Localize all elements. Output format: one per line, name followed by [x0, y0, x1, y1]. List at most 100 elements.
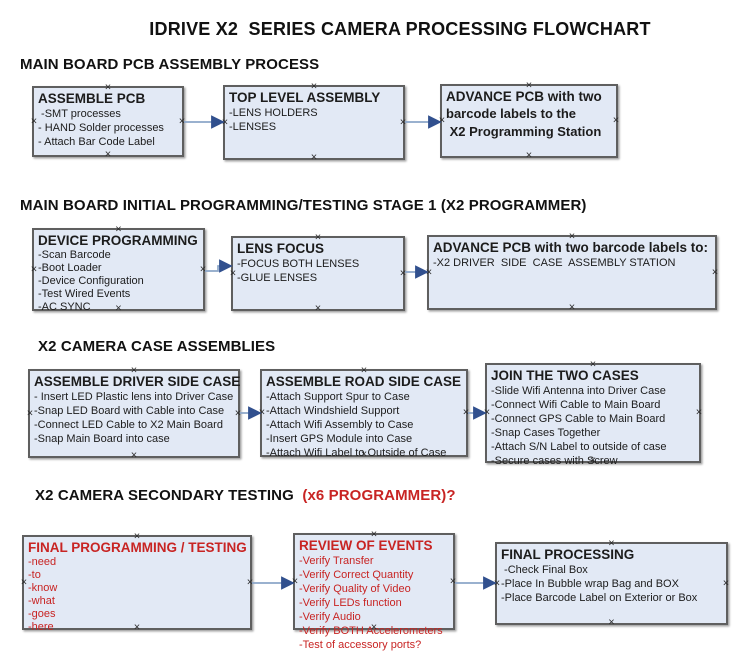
connector-handle-icon: × [608, 537, 615, 550]
flow-box-item: -Place In Bubble wrap Bag and BOX [501, 578, 679, 590]
flow-box-item: -what [28, 595, 55, 607]
flow-box-item: -Snap Cases Together [491, 427, 601, 439]
flow-box-item: - Attach Bar Code Label [38, 136, 155, 148]
flow-box-item: -FOCUS BOTH LENSES [237, 258, 360, 270]
connector-handle-icon: × [525, 79, 533, 92]
connector-handle-icon: × [399, 267, 407, 280]
flow-box-item: -goes [28, 608, 56, 620]
flow-box-title: ASSEMBLE ROAD SIDE CASE [266, 374, 462, 389]
flow-box-advance-pcb-to-case-assembly: ADVANCE PCB with two barcode labels to:-… [426, 231, 719, 313]
flow-box-item: -Verify LEDs function [299, 597, 402, 609]
flow-box-item: -AC SYNC [38, 301, 91, 313]
flow-box-item: -here [28, 621, 54, 633]
flow-box-title: ASSEMBLE DRIVER SIDE CASE [34, 374, 241, 389]
connector-handle-icon: × [370, 621, 378, 634]
connector-handle-icon: × [104, 81, 112, 94]
flow-box-item: -Attach S/N Label to outside of case [491, 441, 667, 453]
connector-handle-icon: × [370, 528, 378, 541]
connector-handle-icon: × [30, 115, 38, 128]
flow-box-item: -Attach Wifi Assembly to Case [266, 419, 414, 431]
flow-box-item: -SMT processes [38, 108, 121, 120]
flow-box-title: ASSEMBLE PCB [38, 91, 146, 106]
flow-box-title: TOP LEVEL ASSEMBLY [229, 90, 381, 105]
flow-box-device-programming: DEVICE PROGRAMMING-Scan Barcode-Boot Loa… [31, 223, 207, 315]
section-header-secondary-testing-text: X2 CAMERA SECONDARY TESTING [35, 487, 299, 504]
flow-box-final-programming-testing: FINAL PROGRAMMING / TESTING-need-to-know… [20, 530, 254, 633]
connector-handle-icon: × [26, 407, 34, 420]
connector-handle-icon: × [589, 358, 597, 371]
flow-box-title: ADVANCE PCB with two [446, 89, 602, 104]
flow-box-title: DEVICE PROGRAMMING [38, 233, 198, 248]
connector-handle-icon: × [20, 576, 28, 589]
flow-box-review-of-events: REVIEW OF EVENTS -Verify Transfer -Verify … [292, 528, 457, 651]
connector-arrow-device-programming-to-lens-focus [205, 259, 233, 273]
connector-handle-icon: × [449, 575, 457, 588]
flow-box-item: -know [28, 582, 58, 594]
connector-handle-icon: × [438, 114, 446, 127]
flow-box-item: -Verify Quality of Video [299, 583, 411, 595]
flow-box-title: FINAL PROGRAMMING / TESTING [28, 540, 247, 555]
flow-box-advance-pcb-to-programming-station: ADVANCE PCB with two barcode labels to th… [438, 79, 620, 162]
section-header-programmer-note: (x6 PROGRAMMER)? [298, 487, 456, 504]
flow-box-item: -Test Wired Events [38, 288, 131, 300]
connector-handle-icon: × [462, 406, 470, 419]
flow-box-item: -Verify Audio [299, 611, 361, 623]
flow-box-item: - Insert LED Plastic lens into Driver Ca… [34, 391, 234, 403]
flow-box-item: -need [28, 556, 57, 568]
flow-box-item: -Verify Transfer [299, 555, 374, 567]
flow-box-item: barcode labels to the [446, 106, 577, 121]
flow-box-item: -Snap LED Board with Cable into Case [34, 405, 225, 417]
flow-box-item: -Attach Support Spur to Case [266, 391, 410, 403]
flow-box-assemble-road-side-case: ASSEMBLE ROAD SIDE CASE -Attach Support S… [258, 364, 470, 461]
connector-handle-icon: × [130, 364, 138, 377]
flow-box-item: -Slide Wifi Antenna into Driver Case [491, 385, 666, 397]
connector-handle-icon: × [608, 616, 615, 629]
section-header-secondary-testing: X2 CAMERA SECONDARY TESTING (x6 PROGRAMM… [35, 487, 456, 504]
connector-handle-icon: × [234, 407, 242, 420]
connector-handle-icon: × [258, 406, 266, 419]
connector-handle-icon: × [246, 576, 254, 589]
flow-box-item: -Verify BOTH Accelerometers [299, 625, 443, 637]
flow-box-item: -Snap Main Board into case [34, 433, 170, 445]
flow-box-item: -LENS HOLDERS [229, 107, 318, 119]
connector-handle-icon: × [695, 406, 703, 419]
flow-box-assemble-pcb: ASSEMBLE PCB -SMT processes - HAND Solder… [30, 81, 186, 161]
flow-box-final-processing: FINAL PROCESSING -Check Final Box-Place … [494, 537, 729, 629]
flow-box-item: -Connect GPS Cable to Main Board [491, 413, 666, 425]
flow-box-title: REVIEW OF EVENTS [299, 538, 433, 553]
flow-box-item: -Connect LED Cable to X2 Main Board [34, 419, 223, 431]
connector-handle-icon: × [130, 449, 138, 462]
connector-handle-icon: × [310, 80, 318, 93]
flow-box-item: -Test of accessory ports? [299, 639, 422, 651]
connector-handle-icon: × [199, 263, 207, 276]
connector-handle-icon: × [178, 115, 186, 128]
flow-box-item: -Place Barcode Label on Exterior or Box [501, 592, 698, 604]
section-header-case-assemblies: X2 CAMERA CASE ASSEMBLIES [38, 338, 276, 355]
connector-handle-icon: × [525, 149, 533, 162]
connector-handle-icon: × [360, 448, 368, 461]
connector-handle-icon: × [314, 302, 322, 315]
flow-box-title: FINAL PROCESSING [501, 547, 635, 562]
connector-handle-icon: × [360, 364, 368, 377]
connector-handle-icon: × [589, 454, 597, 467]
flow-box-item: -Attach Wifi Label to Outside of Case [266, 447, 447, 459]
flow-box-item: -Verify Correct Quantity [299, 569, 414, 581]
connector-handle-icon: × [133, 530, 141, 543]
connector-handle-icon: × [229, 267, 237, 280]
connector-handle-icon: × [612, 114, 620, 127]
connector-handle-icon: × [711, 266, 719, 279]
connector-handle-icon: × [115, 302, 122, 315]
flow-box-item: -Device Configuration [38, 275, 144, 287]
connector-handle-icon: × [115, 223, 122, 236]
flow-box-item: -to [28, 569, 41, 581]
flow-box-item: -X2 DRIVER SIDE CASE ASSEMBLY STATION [433, 257, 676, 269]
connector-handle-icon: × [104, 148, 112, 161]
flow-box-item: -Boot Loader [38, 262, 102, 274]
flow-box-item: -Connect Wifi Cable to Main Board [491, 399, 661, 411]
section-header-pcb-assembly: MAIN BOARD PCB ASSEMBLY PROCESS [20, 56, 320, 73]
flow-box-item: -GLUE LENSES [237, 272, 318, 284]
flow-box-assemble-driver-side-case: ASSEMBLE DRIVER SIDE CASE - Insert LED Pl… [26, 364, 242, 462]
flow-box-item: X2 Programming Station [446, 124, 602, 139]
flow-box-item: - HAND Solder processes [38, 122, 164, 134]
